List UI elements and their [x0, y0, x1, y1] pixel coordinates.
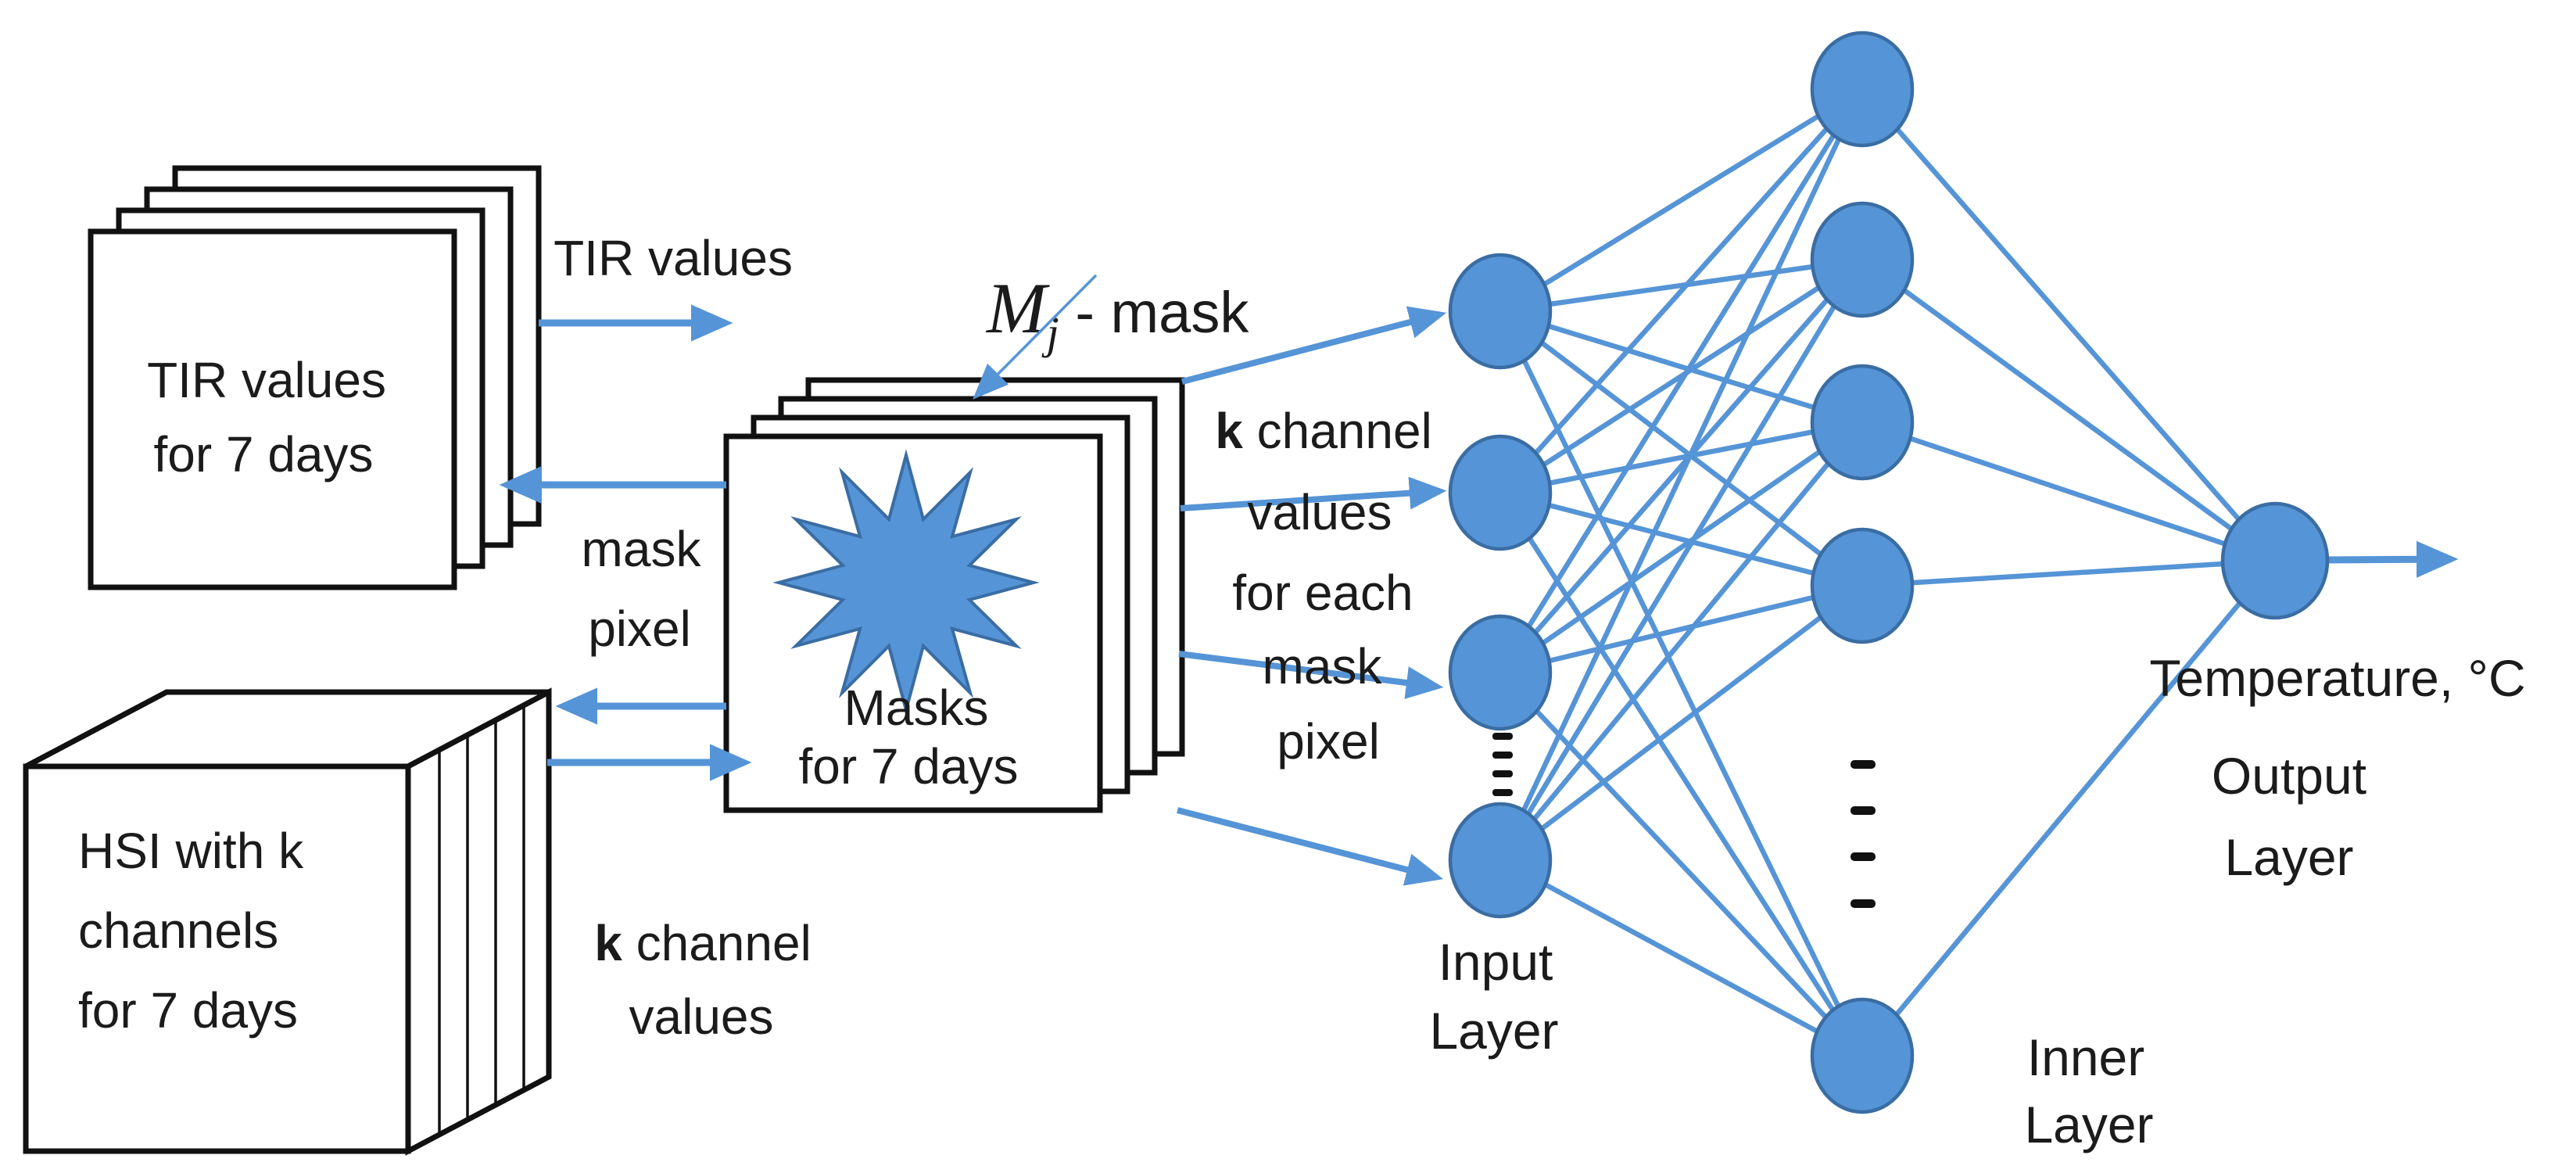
mask-pixel-label-line2: pixel	[588, 601, 691, 657]
edge	[1498, 420, 1865, 863]
mask-to-input-arrow-1	[1181, 306, 1447, 385]
inner-node-5	[1810, 997, 1915, 1114]
inner-node-2	[1810, 201, 1915, 318]
edge	[1860, 558, 2277, 1058]
left-arrows	[499, 304, 752, 781]
input-layer-label-line1: Input	[1438, 933, 1553, 991]
input-node-1	[1448, 253, 1553, 370]
edge	[1499, 490, 1863, 589]
output-layer-label-line2: Layer	[2224, 828, 2353, 886]
edge	[1861, 419, 2277, 564]
edge	[1498, 670, 1865, 1058]
hsi-label-line1: HSI with k	[78, 823, 304, 879]
edge	[1499, 583, 1864, 863]
inner-layer-label-line2: Layer	[2024, 1096, 2153, 1153]
input-node-3	[1448, 614, 1553, 731]
edge	[1498, 88, 1865, 862]
mask-to-input-arrow-4	[1176, 807, 1444, 886]
mj-pointer-arrow	[973, 274, 1098, 400]
mj-annotation-label: Mj - mask	[985, 268, 1249, 358]
input-node-2	[1448, 434, 1553, 551]
edge	[1861, 558, 2276, 589]
tir-stack-label-line2: for 7 days	[153, 426, 373, 483]
inner-ellipsis-dot	[1850, 760, 1876, 769]
edge	[1498, 310, 1865, 1057]
tir-stack-label-line1: TIR values	[147, 352, 386, 408]
edge	[1498, 257, 1865, 675]
inner-node-4	[1810, 527, 1915, 644]
k-channel-block: k channel values for each mask pixel	[1215, 403, 1432, 770]
temperature-output-arrow	[2326, 540, 2459, 578]
input-ellipsis-dot	[1492, 733, 1513, 740]
inner-ellipsis-dot	[1850, 899, 1876, 908]
mask-to-input-arrow-2	[1180, 476, 1447, 511]
edge	[1498, 88, 1865, 674]
input-layer-label-line2: Layer	[1429, 1002, 1558, 1060]
k-channel-block-line2: values	[1248, 484, 1392, 540]
hsi-box: HSI with k channels for 7 days	[23, 687, 552, 1156]
k-channel-values-label-line2: values	[629, 988, 774, 1045]
edge	[1499, 583, 1863, 676]
tir-values-arrow-label: TIR values	[554, 230, 793, 286]
output-layer-label-line1: Output	[2212, 747, 2366, 805]
inner-node-3	[1810, 364, 1915, 481]
mask-stack-label-line2: for 7 days	[798, 738, 1018, 795]
edge	[1499, 87, 1864, 314]
mask-stack-label-line1: Masks	[844, 680, 989, 736]
edges-inner-to-output	[1860, 87, 2277, 1058]
input-ellipsis-dot	[1492, 752, 1513, 759]
mask-pixel-label-line1: mask	[582, 521, 702, 577]
inner-node-1	[1810, 30, 1915, 148]
k-channel-block-line4: mask	[1263, 638, 1383, 694]
layer-captions: Input Layer Inner Layer Temperature, °C …	[1429, 649, 2525, 1153]
hsi-side-face	[405, 687, 552, 1156]
mj-annotation: Mj - mask	[973, 268, 1249, 400]
k-channel-block-line5: pixel	[1277, 713, 1380, 770]
inner-layer-nodes	[1810, 30, 1915, 1114]
edge	[1499, 309, 1864, 588]
output-node	[2220, 501, 2330, 620]
edge	[1498, 87, 1865, 495]
inner-ellipsis-dot	[1850, 852, 1876, 861]
edge	[1499, 419, 1863, 496]
mask-to-input-arrow-3	[1178, 651, 1444, 699]
input-ellipsis-dot	[1492, 789, 1513, 796]
hsi-front-face	[23, 763, 411, 1154]
tir-sheet-1	[88, 228, 457, 590]
mask-starburst-icon	[772, 449, 1040, 716]
tir-stack: TIR values for 7 days	[88, 165, 542, 590]
inner-layer-label-line1: Inner	[2027, 1028, 2144, 1086]
hsi-label-line2: channels	[78, 902, 278, 959]
edge	[1499, 257, 1863, 314]
mask-to-input-arrows	[1176, 306, 1447, 886]
inner-ellipsis-dot	[1850, 806, 1876, 815]
k-channel-block-line3: for each	[1232, 565, 1413, 621]
edges-input-to-inner	[1498, 87, 1865, 1058]
output-layer-nodes	[2220, 501, 2459, 620]
edge	[1499, 308, 1863, 425]
edge	[1499, 858, 1864, 1058]
edge	[1861, 257, 2277, 563]
edge	[1499, 420, 1864, 675]
edge	[1498, 258, 1865, 862]
k-channel-values-label-line1: k channel	[594, 915, 811, 971]
input-layer-nodes	[1448, 253, 1553, 919]
input-ellipsis-dot	[1492, 770, 1513, 777]
input-node-4	[1448, 802, 1553, 919]
k-channel-block-line1: k channel	[1215, 403, 1432, 459]
edge	[1860, 87, 2277, 563]
mask-stack: Masks for 7 days	[723, 377, 1185, 813]
hsi-label-line3: for 7 days	[78, 982, 298, 1039]
edge	[1498, 491, 1865, 1057]
temperature-output-label: Temperature, °C	[2149, 649, 2525, 707]
